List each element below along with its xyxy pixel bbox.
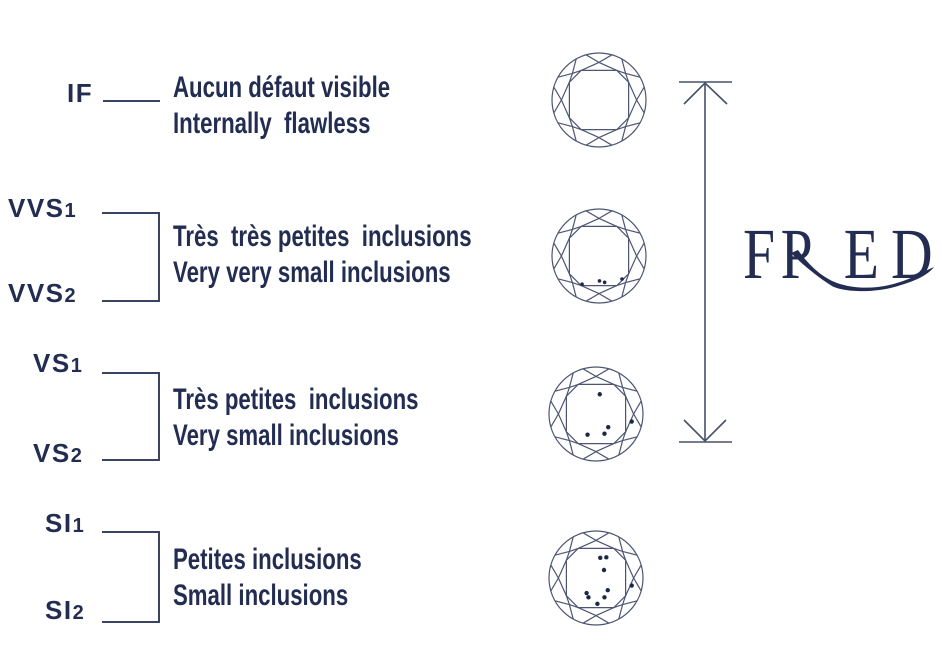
connector-vs (102, 372, 160, 461)
desc-if: Aucun défaut visible Internally flawless (173, 70, 390, 142)
desc-vvs-en: Very very small inclusions (173, 256, 451, 289)
diamond-vs-illustration (548, 366, 644, 462)
desc-if-en: Internally flawless (173, 107, 371, 140)
grade-label-vvs2: VVS2 (8, 278, 76, 308)
connector-vvs (102, 212, 160, 302)
desc-si: Petites inclusions Small inclusions (173, 542, 362, 614)
diamond-vvs-illustration (551, 208, 647, 304)
fred-logo: FPED (743, 215, 934, 295)
desc-si-fr: Petites inclusions (173, 543, 362, 576)
desc-vvs: Très très petites inclusions Very very s… (173, 219, 472, 291)
grade-label-si1: SI1 (45, 508, 84, 538)
desc-vs: Très petites inclusions Very small inclu… (173, 382, 419, 454)
desc-vs-fr: Très petites inclusions (173, 383, 419, 416)
connector-if (103, 100, 160, 103)
grade-label-vs2: VS2 (33, 438, 82, 468)
connector-si (102, 531, 160, 623)
desc-si-en: Small inclusions (173, 579, 349, 612)
diamond-if-illustration (551, 52, 647, 148)
diamond-si-illustration (548, 530, 644, 626)
desc-if-fr: Aucun défaut visible (173, 71, 391, 104)
fred-logo-swash (791, 250, 934, 292)
desc-vs-en: Very small inclusions (173, 419, 399, 452)
grade-label-vvs1: VVS1 (8, 193, 76, 223)
grade-label-si2: SI2 (45, 595, 84, 625)
grade-label-vs1: VS1 (33, 348, 82, 378)
clarity-scale-arrow (679, 81, 732, 443)
grade-label-if: IF (67, 78, 94, 108)
desc-vvs-fr: Très très petites inclusions (173, 220, 472, 253)
fred-logo-text: FPED (743, 215, 933, 295)
